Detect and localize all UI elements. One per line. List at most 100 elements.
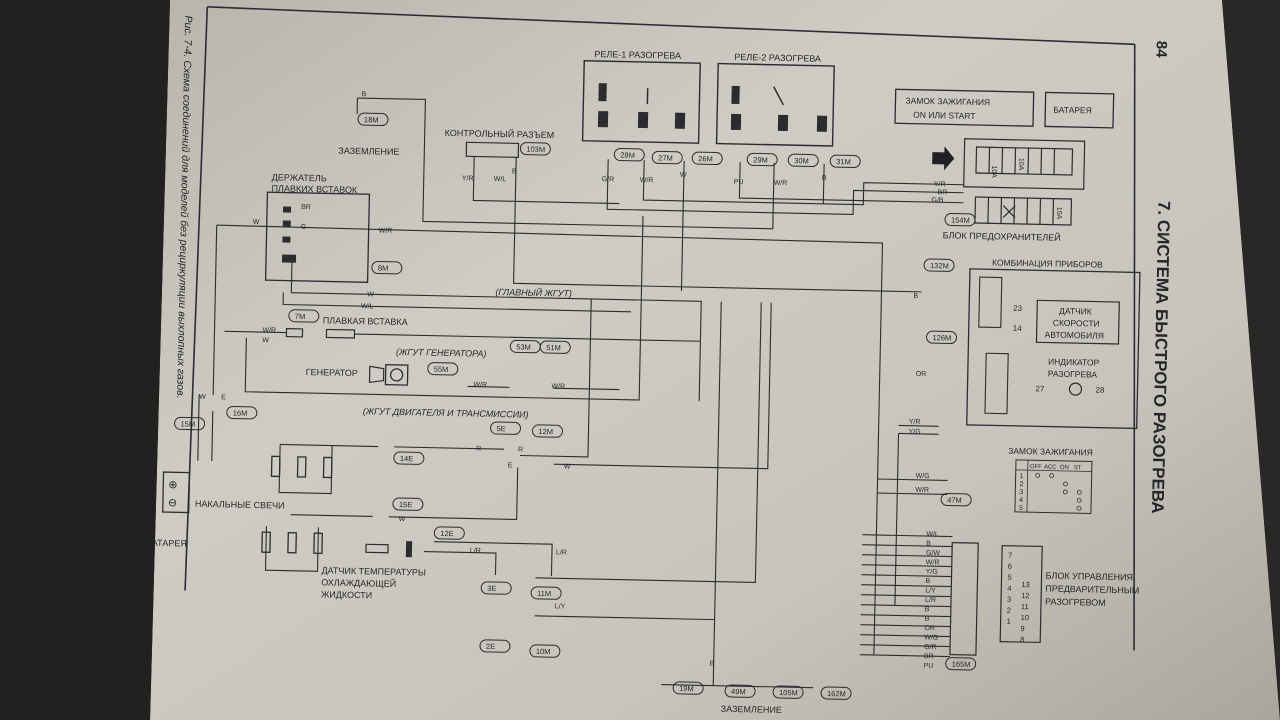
table-header-st: ST (1074, 465, 1082, 471)
ignition-switch-table: ЗАМОК ЗАЖИГАНИЯ OFF ACC ON ST 1 2 3 4 5 (1008, 446, 1093, 514)
ecu-wire-label: B (926, 540, 931, 547)
connector-tag-c154m: 154M (951, 215, 970, 224)
connector-tag-c162m: 162M (827, 689, 846, 698)
indicator-lamp-icon (1068, 382, 1083, 396)
ecu-wire-label: Y/G (926, 569, 938, 576)
connector-tag-outline (829, 154, 861, 168)
wire-color-label: W/G (916, 473, 930, 480)
wire-segment (211, 411, 214, 462)
battery-top-box: БАТАРЕЯ (1044, 91, 1115, 129)
wire-segment (898, 432, 939, 435)
connector-tag-outline (357, 112, 389, 127)
wire-color-label: BR (301, 204, 311, 211)
wire-color-label: W (199, 394, 206, 401)
wire-color-label: W/R (473, 382, 487, 389)
wire-color-label: PU (734, 179, 744, 186)
connector-tag-outline (519, 142, 551, 156)
control-unit-label-1: БЛОК УПРАВЛЕНИЯ (1045, 571, 1133, 583)
ecu-wire-label: B (925, 578, 930, 585)
control-unit-pin: 5 (1007, 573, 1011, 582)
connector-tag-outline (787, 153, 819, 168)
wire-color-label: W (253, 219, 260, 226)
wire-segment (861, 554, 952, 558)
ground-top-label: ЗАЗЕМЛЕНИЕ (338, 146, 399, 157)
generator-harness-label: (ЖГУТ ГЕНЕРАТОРА) (396, 347, 487, 359)
generator: ГЕНЕРАТОР (ЖГУТ ГЕНЕРАТОРА) (306, 347, 487, 386)
control-unit-pin: 6 (1008, 562, 1012, 571)
speed-sensor-label-3: АВТОМОБИЛЯ (1045, 329, 1104, 340)
wire-segment (860, 624, 951, 628)
control-unit-pin: 4 (1007, 584, 1011, 593)
wire-color-label: W/R (379, 227, 393, 234)
connector-tag-c14e: 14E (400, 454, 414, 463)
wire-segment (224, 330, 287, 334)
indicator-pin-27: 27 (1035, 384, 1045, 393)
control-unit-pin: 11 (1021, 602, 1029, 611)
ecu-wire-label: W/G (924, 634, 938, 641)
fuse-block (963, 138, 1086, 226)
wire-segment (354, 333, 701, 342)
wire-color-label: B (710, 661, 715, 668)
ecu-wire-label: BR (924, 653, 934, 660)
page-number: 84 (1152, 41, 1169, 59)
wire-segment (467, 385, 510, 388)
wire-segment (822, 163, 825, 204)
coolant-sensor-label-3: ЖИДКОСТИ (321, 589, 372, 600)
relay-2: РЕЛЕ-2 РАЗОГРЕВА (715, 52, 835, 147)
switch-contact-dot (1076, 497, 1082, 503)
control-unit-pin: 1 (1007, 617, 1011, 626)
wire-color-label: W/L (361, 303, 374, 310)
instrument-cluster: КОМБИНАЦИЯ ПРИБОРОВ ДАТЧИК СКОРОСТИ АВТО… (966, 257, 1141, 430)
wire-color-label: B (361, 91, 366, 98)
svg-text:⊖: ⊖ (168, 497, 177, 509)
connector-tag-outline (539, 340, 571, 354)
fuse-amp-3: 10A (1055, 207, 1062, 220)
ecu-wire-label: W/L (926, 531, 939, 538)
connector-tag-c18m: 18M (364, 115, 379, 124)
connector-tag-outline (672, 681, 704, 695)
wire-segment (894, 433, 900, 606)
wire-segment (394, 446, 505, 450)
wire-segment (357, 97, 775, 230)
wire-segment (860, 634, 951, 638)
relay-2-label: РЕЛЕ-2 РАЗОГРЕВА (734, 52, 821, 64)
wire-segment (873, 405, 880, 655)
connector-tag-c49m: 49M (731, 687, 746, 696)
wire-color-label: B (913, 293, 918, 300)
wire-segment (513, 157, 922, 293)
ecu-wire-label: W/R (926, 559, 940, 566)
wire-color-label: E (221, 394, 226, 401)
indicator-label-2: РАЗОГРЕВА (1048, 369, 1098, 380)
wire-segment (244, 216, 644, 401)
wire-color-label: OR (916, 371, 927, 378)
connector-tag-outline (427, 362, 459, 376)
switch-contact-dot (1062, 489, 1068, 495)
control-unit-pin: 8 (1020, 635, 1024, 644)
wire-segment (216, 224, 884, 406)
control-unit-pin: 3 (1007, 595, 1011, 604)
wire-color-label: Y/R (934, 181, 946, 188)
connector-tag-c16m: 16M (233, 408, 248, 417)
fuse-amp-2: 10A (1017, 158, 1024, 171)
coolant-temp-sensor: ДАТЧИК ТЕМПЕРАТУРЫ ОХЛАЖДАЮЩЕЙ ЖИДКОСТИ (321, 541, 426, 600)
connector-tag-c27m: 27M (658, 153, 673, 162)
wire-segment (712, 619, 716, 686)
fuse-amp-1: 10A (990, 165, 997, 178)
wire-color-label: W (680, 172, 687, 179)
wire-segment (860, 644, 951, 648)
table-header-off: OFF (1030, 464, 1042, 470)
connector-tag-c26m: 26M (698, 154, 713, 163)
connector-tag-outline (174, 416, 206, 431)
wire-segment (553, 302, 772, 470)
wire-segment (423, 550, 497, 576)
wire-segment (861, 574, 952, 578)
ignition-lock-box: ЗАМОК ЗАЖИГАНИЯ ON ИЛИ START (894, 88, 1035, 127)
wire-segment (535, 302, 762, 584)
sensor-pin-23: 23 (1013, 304, 1023, 313)
sensor-pin-14: 14 (1013, 324, 1023, 333)
switch-contact-dot (1035, 472, 1041, 478)
ecu-wire-label: PU (924, 663, 934, 670)
connector-tag-outline (691, 151, 723, 166)
wire-color-label: B (512, 168, 517, 175)
main-harness-label: (ГЛАВНЫЙ ЖГУТ) (495, 286, 572, 299)
